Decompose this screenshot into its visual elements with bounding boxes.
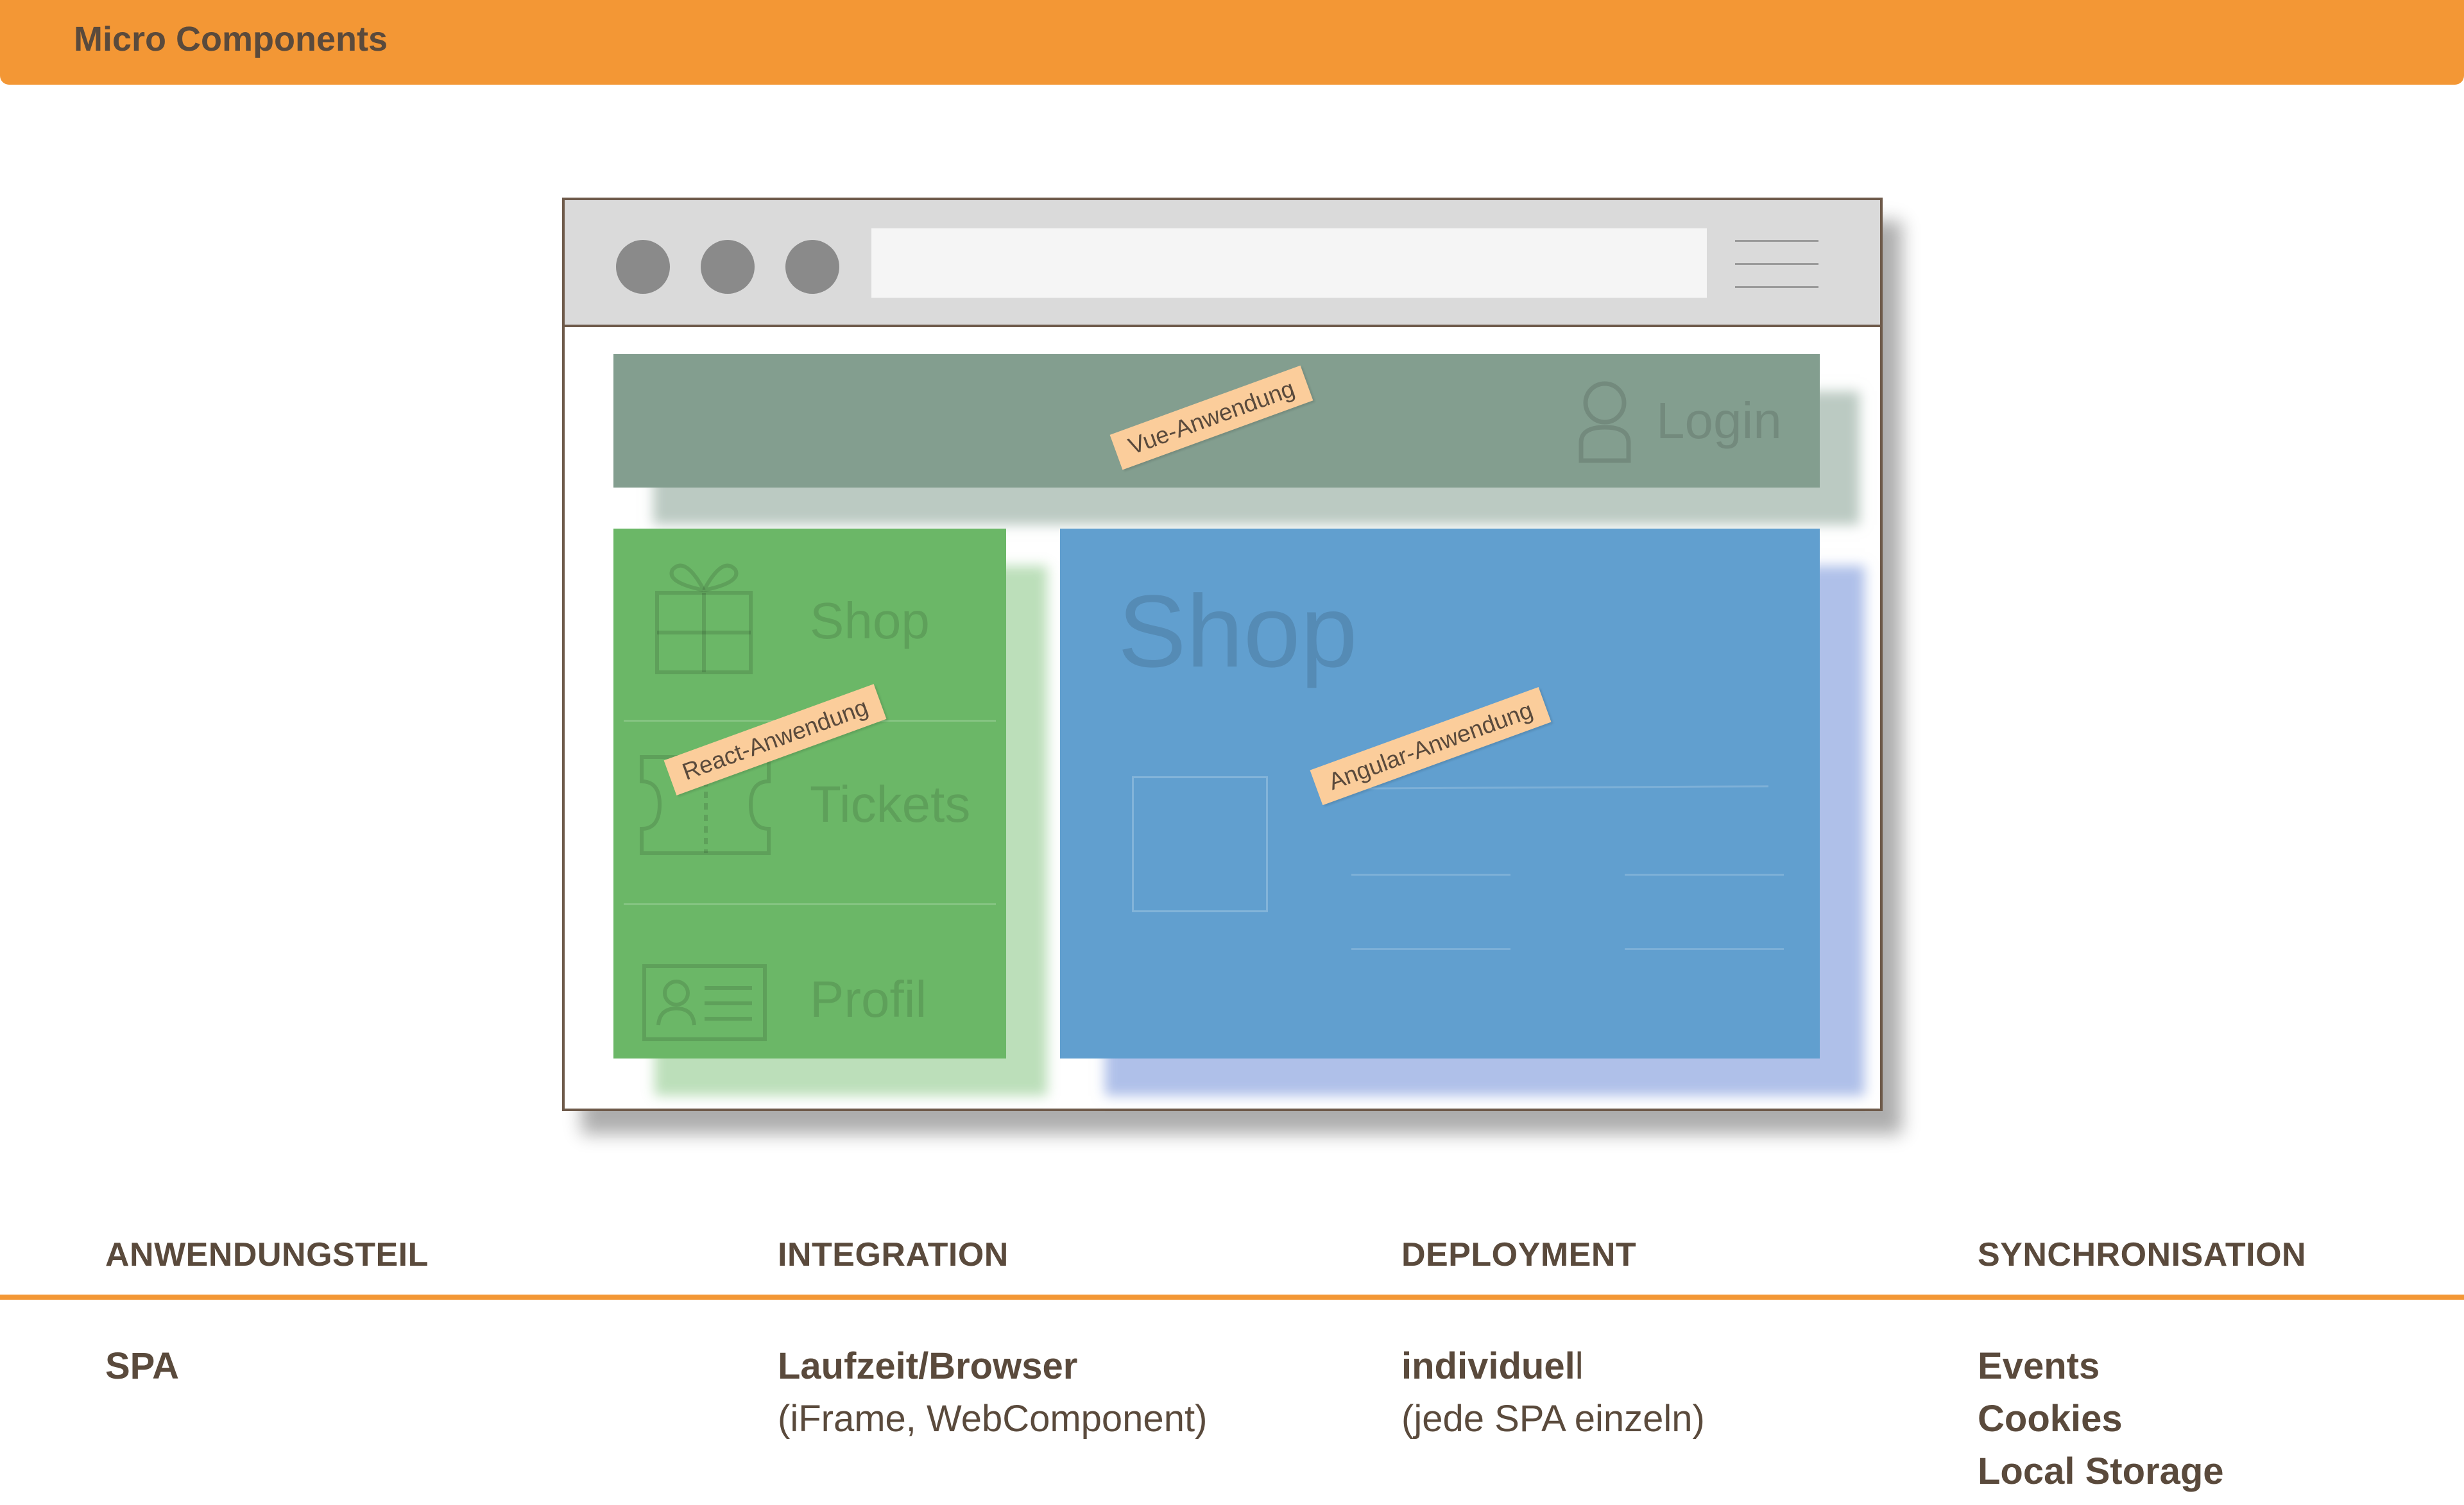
cell-integration-sub: (iFrame, WebComponent)	[778, 1398, 1208, 1440]
cell-sync-local-storage: Local Storage	[1978, 1450, 2224, 1492]
angular-app-block: Shop	[1060, 529, 1820, 1059]
cell-deployment-sub: (jede SPA einzeln)	[1401, 1398, 1705, 1440]
user-icon	[1579, 381, 1631, 463]
column-header-deployment: DEPLOYMENT	[1401, 1236, 1637, 1273]
login-label: Login	[1656, 392, 1782, 449]
cell-deployment-main: individuell	[1401, 1345, 1584, 1387]
cell-sync-cookies: Cookies	[1978, 1398, 2123, 1440]
window-dot-icon	[701, 240, 755, 294]
nav-item-shop: Shop	[810, 592, 930, 649]
nav-item-tickets: Tickets	[810, 776, 971, 833]
cell-sync-events: Events	[1978, 1345, 2100, 1387]
image-placeholder	[1132, 776, 1268, 912]
nav-item-profil: Profil	[810, 971, 927, 1028]
react-app-block: Shop Tickets Profil	[613, 529, 1006, 1059]
column-header-synchronisation: SYNCHRONISATION	[1978, 1236, 2307, 1273]
window-dot-icon	[785, 240, 839, 294]
header-divider	[0, 1295, 2464, 1300]
cell-anwendungsteil: SPA	[105, 1345, 179, 1387]
angular-shop-title: Shop	[1118, 574, 1358, 688]
browser-window-illustration: Login Shop Tickets	[562, 198, 1883, 1111]
page-title: Micro Components	[74, 20, 388, 58]
header-bar: Micro Components	[0, 0, 2464, 85]
cell-integration-main: Laufzeit/Browser	[778, 1345, 1078, 1387]
address-bar	[871, 228, 1707, 298]
browser-toolbar	[565, 200, 1880, 327]
column-header-anwendungsteil: ANWENDUNGSTEIL	[105, 1236, 429, 1273]
window-dot-icon	[616, 240, 670, 294]
column-header-integration: INTEGRATION	[778, 1236, 1009, 1273]
id-card-icon	[642, 964, 767, 1041]
gift-icon	[655, 563, 753, 674]
